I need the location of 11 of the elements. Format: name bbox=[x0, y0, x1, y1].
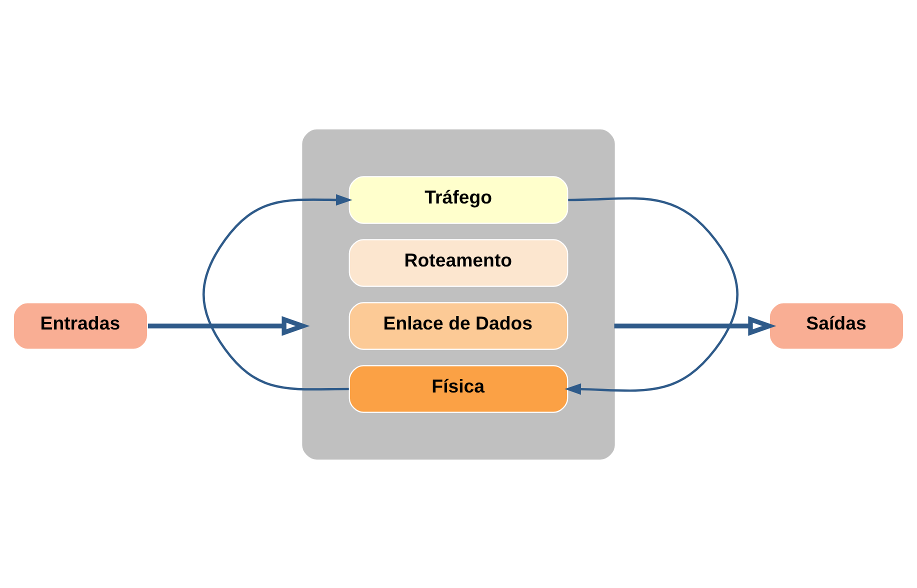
node-box: Entradas bbox=[12, 302, 148, 350]
cluster bbox=[302, 128, 615, 460]
node-box: Saídas bbox=[768, 302, 904, 350]
arrow bbox=[148, 316, 310, 336]
node-box: Física bbox=[348, 364, 568, 412]
node-box: Enlace de Dados bbox=[348, 302, 568, 350]
arrow bbox=[614, 316, 776, 336]
arrow bbox=[202, 194, 352, 390]
node-box: Roteamento bbox=[348, 238, 568, 286]
node-box: Tráfego bbox=[348, 176, 568, 224]
arrow bbox=[564, 196, 738, 394]
